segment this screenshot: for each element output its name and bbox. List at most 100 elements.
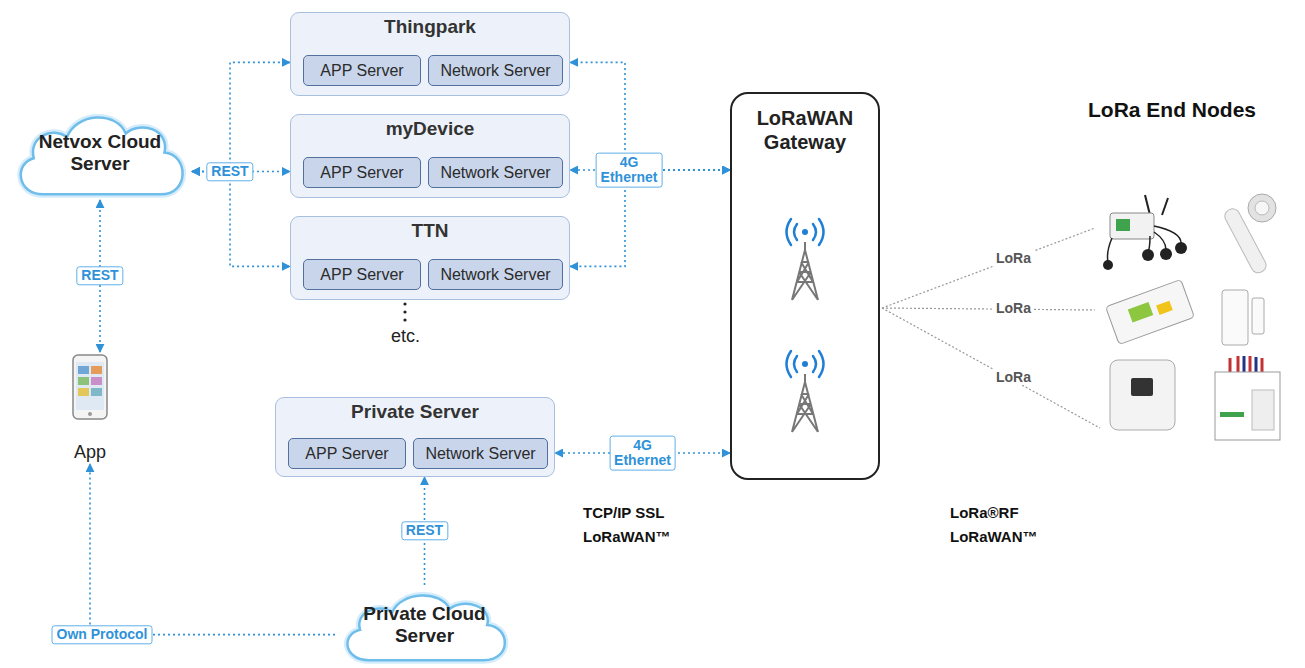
server-group: ThingparkAPP Server Network Server (290, 12, 570, 96)
ellipsis-dots (403, 302, 406, 321)
node-label: Network Server (425, 444, 535, 463)
signal-dot (802, 361, 808, 367)
group-title: Thingpark (384, 16, 476, 39)
dot (403, 302, 406, 305)
server-group: Private ServerAPP Server Network Server (275, 397, 555, 477)
node-label: APP Server (320, 163, 403, 182)
meter-display (1128, 302, 1153, 323)
connector-label: REST (401, 521, 448, 540)
phone-screen (76, 362, 104, 410)
app-tile (91, 366, 102, 374)
tube-cap (1248, 194, 1276, 222)
probe (1175, 242, 1187, 254)
node-label: Private Cloud Server (357, 603, 492, 647)
protocol-label: TCP/IP SSL (583, 504, 664, 521)
group-title: TTN (412, 220, 449, 243)
sensor-body (1110, 360, 1175, 430)
connector-label: Own Protocol (52, 625, 153, 644)
node-label: APP Server (320, 61, 403, 80)
probe (1103, 260, 1113, 270)
phone-icon (73, 355, 107, 419)
server-group: myDeviceAPP ServerNetwork Server (290, 114, 570, 198)
app-tile (78, 377, 89, 385)
node-label: Netvox Cloud Server (30, 131, 170, 175)
cloud-glow (347, 596, 504, 661)
tower-lattice (792, 374, 818, 432)
module-body (1215, 372, 1280, 440)
server-box: Network Server (428, 157, 563, 188)
phone-button (88, 412, 92, 416)
signal-waves (787, 219, 824, 245)
group-title: Private Server (351, 401, 479, 424)
node-label: APP Server (320, 265, 403, 284)
server-box: APP Server (303, 157, 421, 188)
radio-links (882, 228, 1100, 428)
antenna-tower (787, 351, 824, 432)
tube-sensor (1222, 194, 1276, 275)
magnet (1252, 298, 1264, 334)
antenna (1145, 195, 1150, 215)
phone-body (73, 355, 107, 419)
signal-waves (787, 351, 824, 377)
section-heading: LoRa End Nodes (1088, 98, 1256, 122)
connector-label: 4G Ethernet (609, 436, 676, 471)
gateway-box: LoRaWAN Gateway (730, 92, 880, 480)
app-tile (78, 366, 89, 374)
tube-cap-inner (1255, 201, 1269, 215)
app-tile (78, 388, 89, 396)
module-terminals (1252, 390, 1274, 430)
din-meter (1106, 280, 1195, 345)
server-box: Network Server (413, 438, 548, 469)
lora-logo: LoRa (993, 369, 1034, 385)
node-label: Network Server (440, 61, 550, 80)
probe (1160, 248, 1172, 260)
tower-lattice (792, 242, 818, 300)
meter-body (1106, 280, 1195, 345)
sensor-with-probes (1103, 195, 1187, 270)
annotation-label: etc. (391, 326, 420, 347)
connector-label: 4G Ethernet (596, 153, 663, 188)
node-label: App (74, 442, 106, 464)
node-label: APP Server (305, 444, 388, 463)
server-box: APP Server (303, 259, 421, 290)
app-tile (91, 377, 102, 385)
server-box: APP Server (303, 55, 421, 86)
door-sensor (1222, 290, 1264, 345)
probe-cables (1108, 226, 1182, 262)
protocol-label: LoRa®RF (950, 504, 1019, 521)
server-box: APP Server (288, 438, 406, 469)
protocol-label: LoRaWAN™ (950, 528, 1038, 545)
wall-sensor (1110, 360, 1175, 430)
connector-label: REST (76, 266, 123, 285)
antenna (1162, 198, 1168, 215)
sensor-body (1110, 213, 1154, 239)
signal-dot (802, 229, 808, 235)
radio-link (882, 308, 1095, 310)
cloud-shape: Netvox Cloud Server (8, 105, 192, 200)
sensor-body (1222, 290, 1248, 345)
node-label: Network Server (440, 163, 550, 182)
antenna-tower (787, 219, 824, 300)
node-label: LoRaWAN Gateway (744, 106, 866, 154)
server-box: Network Server (428, 259, 563, 290)
sensor-board (1116, 219, 1130, 231)
wires-red (1230, 356, 1262, 372)
cloud-shape: Private Cloud Server (335, 585, 514, 665)
connector-label: REST (206, 162, 253, 181)
meter-terminal (1156, 301, 1173, 315)
lora-logo: LoRa (993, 300, 1034, 316)
server-group: TTN APP Server Network Server (290, 216, 570, 300)
cloud-glow (21, 118, 183, 195)
module-stripe (1220, 412, 1244, 417)
app-node: App (55, 352, 125, 464)
app-tile (91, 388, 102, 396)
dotted-connector (90, 464, 335, 635)
dot (403, 318, 406, 321)
io-module (1215, 356, 1280, 440)
wires-blue (1244, 356, 1256, 372)
node-label: Network Server (440, 265, 550, 284)
radio-link (882, 228, 1095, 308)
dotted-connector (192, 172, 290, 267)
cloud-shape (347, 596, 504, 661)
